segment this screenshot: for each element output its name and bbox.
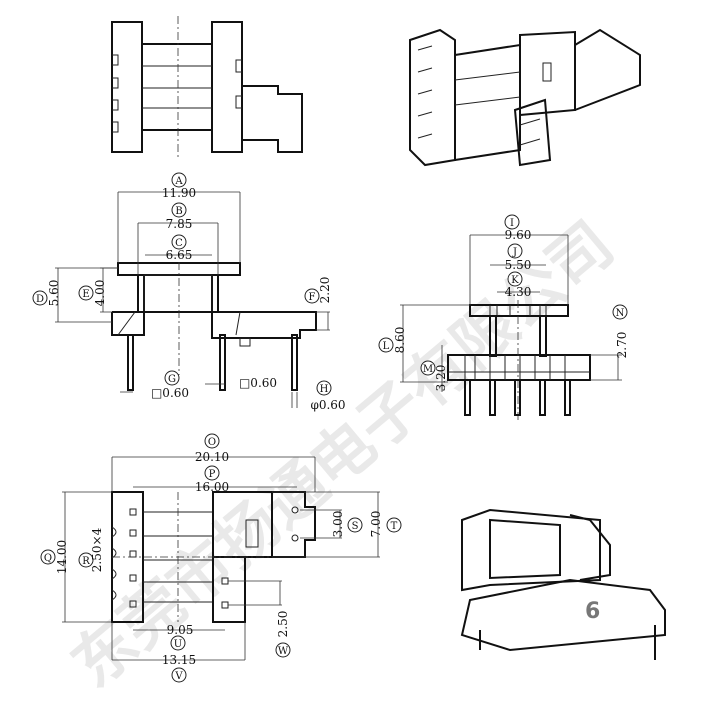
svg-text:U: U [174,639,182,650]
dim-S: S 3.00 [331,511,363,538]
isometric-view-bottom: 6 [460,508,666,660]
dim-N: N 2.70 [612,304,629,359]
dim-K: K4.30 [505,271,532,299]
svg-text:9.60: 9.60 [505,228,532,242]
svg-text:F: F [309,292,316,303]
svg-text:□0.60: □0.60 [239,376,277,390]
svg-text:20.10: 20.10 [195,450,229,464]
dim-B: B7.85 [166,202,193,231]
dim-E: E 4.00 [78,280,107,307]
svg-text:7.85: 7.85 [166,217,193,231]
svg-text:16.00: 16.00 [195,480,229,494]
svg-text:13.15: 13.15 [162,653,196,667]
svg-text:8.60: 8.60 [393,327,407,354]
svg-text:N: N [616,308,625,319]
dim-H: Hφ0.60 [310,380,346,412]
svg-text:2.50: 2.50 [276,611,290,638]
dim-J: J5.50 [505,243,532,272]
dim-W: W 2.50 [275,611,291,658]
svg-text:E: E [82,289,89,300]
isometric-view-top [409,28,641,167]
dim-G2: □0.60 [239,376,277,390]
dim-G: G□0.60 [151,370,189,400]
dim-A: A11.90 [162,172,196,200]
svg-text:3.00: 3.00 [331,511,345,538]
svg-text:2.20: 2.20 [318,277,332,304]
svg-text:G: G [168,374,176,385]
svg-text:2.70: 2.70 [615,332,629,359]
svg-text:T: T [391,521,398,532]
svg-text:4.30: 4.30 [505,285,532,299]
svg-text:P: P [209,469,216,480]
dim-T: T 7.00 [369,511,402,538]
dim-P: P16.00 [195,465,229,494]
svg-text:W: W [278,646,289,657]
svg-text:L: L [383,341,390,352]
dim-U: U 9.05 [167,623,194,651]
svg-text:O: O [208,437,216,448]
dim-C: C6.65 [166,234,193,262]
svg-text:J: J [512,247,517,258]
svg-text:11.90: 11.90 [162,186,196,200]
bottom-view-drawing [62,456,380,661]
svg-text:5.50: 5.50 [505,258,532,272]
svg-text:D: D [36,294,44,305]
side-view-drawing [400,234,622,420]
dim-V: V 13.15 [162,653,196,683]
svg-text:V: V [174,671,183,682]
svg-text:3.20: 3.20 [434,365,448,392]
svg-text:H: H [320,384,329,395]
front-view-drawing [55,191,330,408]
svg-text:S: S [352,521,359,532]
svg-text:A: A [174,176,183,187]
svg-text:K: K [511,275,519,286]
svg-text:5.60: 5.60 [47,280,61,307]
dim-O: O 20.10 [195,433,229,464]
svg-text:□0.60: □0.60 [151,386,189,400]
svg-text:C: C [175,238,183,249]
top-view-drawing [111,16,303,158]
svg-text:6.65: 6.65 [166,248,193,262]
svg-text:φ0.60: φ0.60 [310,398,345,412]
dim-I: I9.60 [504,214,532,242]
part-number-label: 6 [585,599,600,624]
svg-text:9.05: 9.05 [167,623,194,637]
svg-text:M: M [423,364,433,375]
svg-text:I: I [510,218,514,229]
svg-text:4.00: 4.00 [93,280,107,307]
svg-text:14.00: 14.00 [55,540,69,574]
svg-text:2.50×4: 2.50×4 [90,527,104,572]
svg-text:B: B [175,206,182,217]
svg-text:7.00: 7.00 [369,511,383,538]
svg-text:R: R [82,556,90,567]
svg-text:Q: Q [44,553,52,564]
